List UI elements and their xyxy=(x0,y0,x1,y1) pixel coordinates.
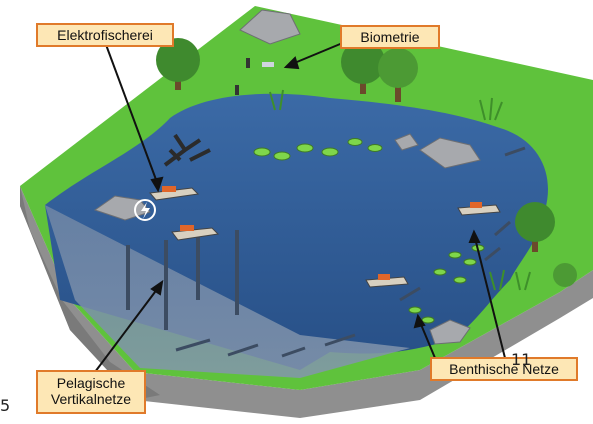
label-benthic-nets: Benthische Netze xyxy=(430,357,578,381)
label-electrofishing: Elektrofischerei xyxy=(36,23,174,47)
label-pelagic-line2: Vertikalnetze xyxy=(38,391,144,407)
label-pelagic-line1: Pelagische xyxy=(38,375,144,391)
corner-mark: 5 xyxy=(0,396,10,415)
overlay-number: 11 xyxy=(511,350,531,369)
label-biometry: Biometrie xyxy=(340,25,440,49)
label-pelagic-vertical-nets: Pelagische Vertikalnetze xyxy=(36,370,146,414)
